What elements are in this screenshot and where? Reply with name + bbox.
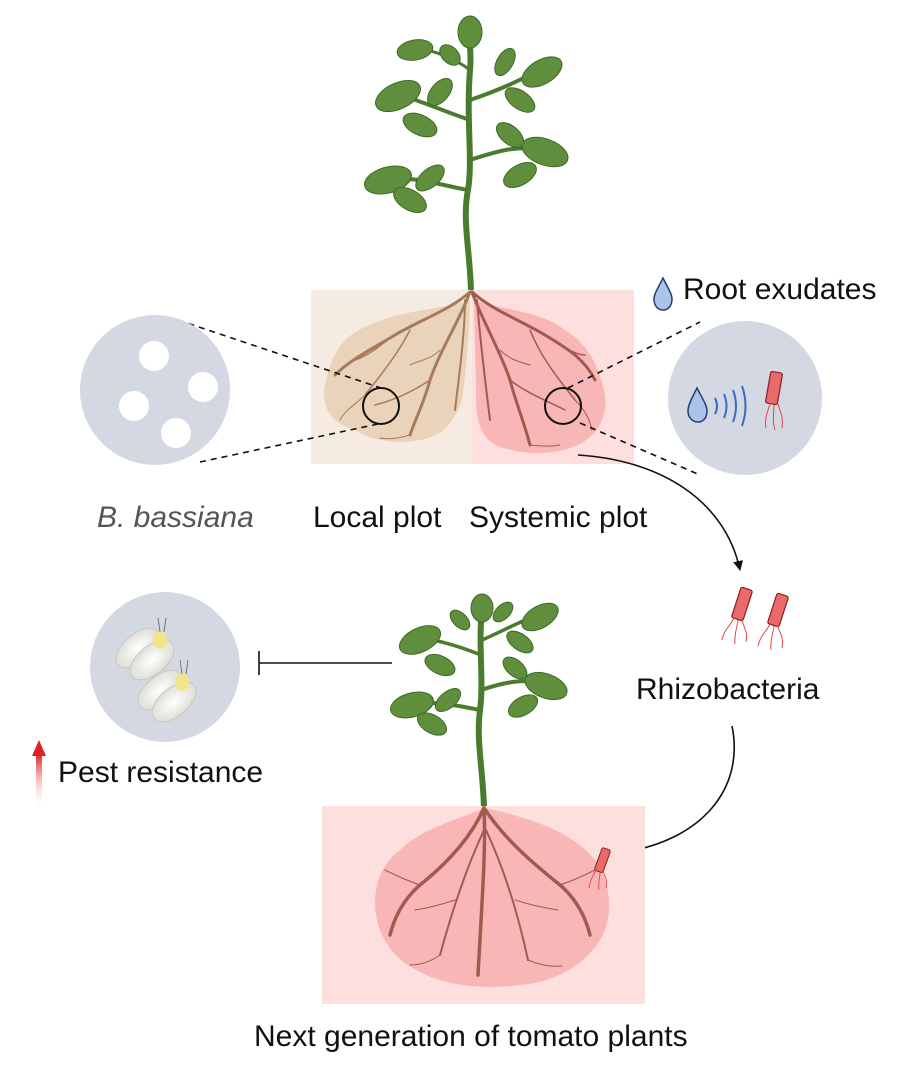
- inhibition-arrow: [258, 651, 392, 675]
- next-generation-label: Next generation of tomato plants: [254, 1020, 688, 1053]
- next-generation-root-zone: [375, 808, 610, 987]
- increase-arrow-icon: [32, 740, 46, 810]
- whitefly-icon: [115, 617, 175, 681]
- root-exudates-legend-icon: [653, 276, 673, 311]
- droplet-icon: [687, 386, 708, 423]
- zoom-connector-lines: [177, 319, 701, 476]
- bacterium-icon: [765, 370, 783, 431]
- arrow-to-rhizobacteria: [577, 454, 743, 571]
- local-roots: [333, 290, 472, 440]
- systemic-root-zone: [474, 300, 606, 453]
- arrow-to-next-generation: [624, 725, 735, 856]
- rhizobacteria-icons: [721, 586, 789, 651]
- whitefly-icon: [137, 659, 197, 723]
- local-root-zone: [324, 300, 470, 442]
- b-bassiana-label: B. bassiana: [97, 501, 254, 534]
- next-generation-tomato-plant: [390, 593, 568, 811]
- next-generation-roots: [384, 806, 596, 977]
- b-bassiana-circle: [80, 315, 230, 465]
- pest-resistance-label: Pest resistance: [58, 756, 264, 789]
- signal-waves-icon: [714, 385, 747, 427]
- systemic-plot-label: Systemic plot: [469, 501, 648, 534]
- local-plot-label: Local plot: [313, 501, 442, 534]
- colonizing-bacterium-icon: [588, 847, 611, 891]
- systemic-roots: [470, 290, 597, 447]
- top-tomato-plant: [364, 15, 569, 295]
- whitefly-circle: [90, 592, 240, 742]
- root-exudates-label: Root exudates: [683, 273, 877, 306]
- root-exudates-circle: [668, 321, 822, 475]
- rhizobacteria-label: Rhizobacteria: [636, 673, 820, 706]
- systemic-zoom-marker: [544, 387, 582, 425]
